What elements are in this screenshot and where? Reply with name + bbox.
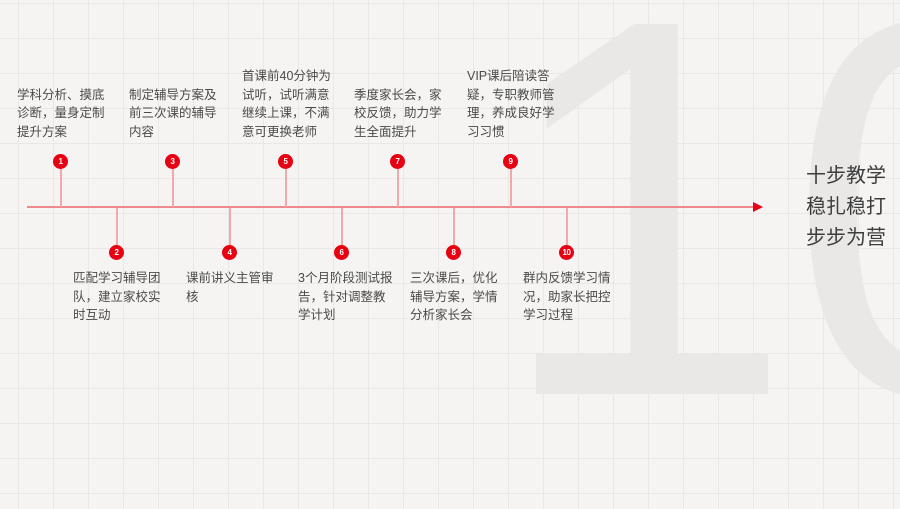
step-number-badge: 9 [503,154,518,169]
step-description: 课前讲义主管审 核 [186,271,274,304]
step-connector-line [229,208,231,245]
step-description: VIP课后陪读答 疑，专职教师管 理，养成良好学 习习惯 [467,69,555,139]
step-number-badge: 6 [334,245,349,260]
ten-step-teaching-infographic: { "watermark": "10", "slogan": "十步教学\n稳扎… [0,0,900,478]
step-connector-line [285,169,287,207]
step-connector-line [172,169,174,207]
background-watermark-number: 10 [495,0,900,509]
step-connector-line [397,169,399,207]
step-description: 季度家长会，家 校反馈，助力学 生全面提升 [354,87,442,139]
step-number-badge: 1 [53,154,68,169]
step-description: 制定辅导方案及 前三次课的辅导 内容 [129,87,217,139]
slogan-title: 十步教学 稳扎稳打 步步为营 [806,165,886,249]
step-number-badge: 8 [446,245,461,260]
step-connector-line [510,169,512,207]
step-connector-line [60,169,62,207]
step-description: 三次课后，优化 辅导方案，学情 分析家长会 [410,271,498,322]
step-description: 3个月阶段测试报 告，针对调整教 学计划 [298,271,393,322]
step-number-badge: 2 [109,245,124,260]
step-connector-line [453,208,455,245]
step-number-badge: 7 [390,154,405,169]
step-connector-line [566,208,568,245]
step-description: 匹配学习辅导团 队，建立家校实 时互动 [73,271,161,322]
step-description: 群内反馈学习情 况，助家长把控 学习过程 [523,271,611,322]
step-number-badge: 4 [222,245,237,260]
step-number-badge: 10 [559,245,574,260]
timeline-arrow-icon [753,202,763,212]
step-description: 学科分析、摸底 诊断，量身定制 提升方案 [17,87,105,139]
step-description: 首课前40分钟为 试听，试听满意 继续上课，不满 意可更换老师 [242,69,331,139]
step-number-badge: 3 [165,154,180,169]
step-connector-line [341,208,343,245]
step-connector-line [116,208,118,245]
step-number-badge: 5 [278,154,293,169]
timeline-axis-line [27,206,755,208]
timeline-layer: 学科分析、摸底 诊断，量身定制 提升方案 1 匹配学习辅导团 队，建立家校实 时… [17,69,886,322]
